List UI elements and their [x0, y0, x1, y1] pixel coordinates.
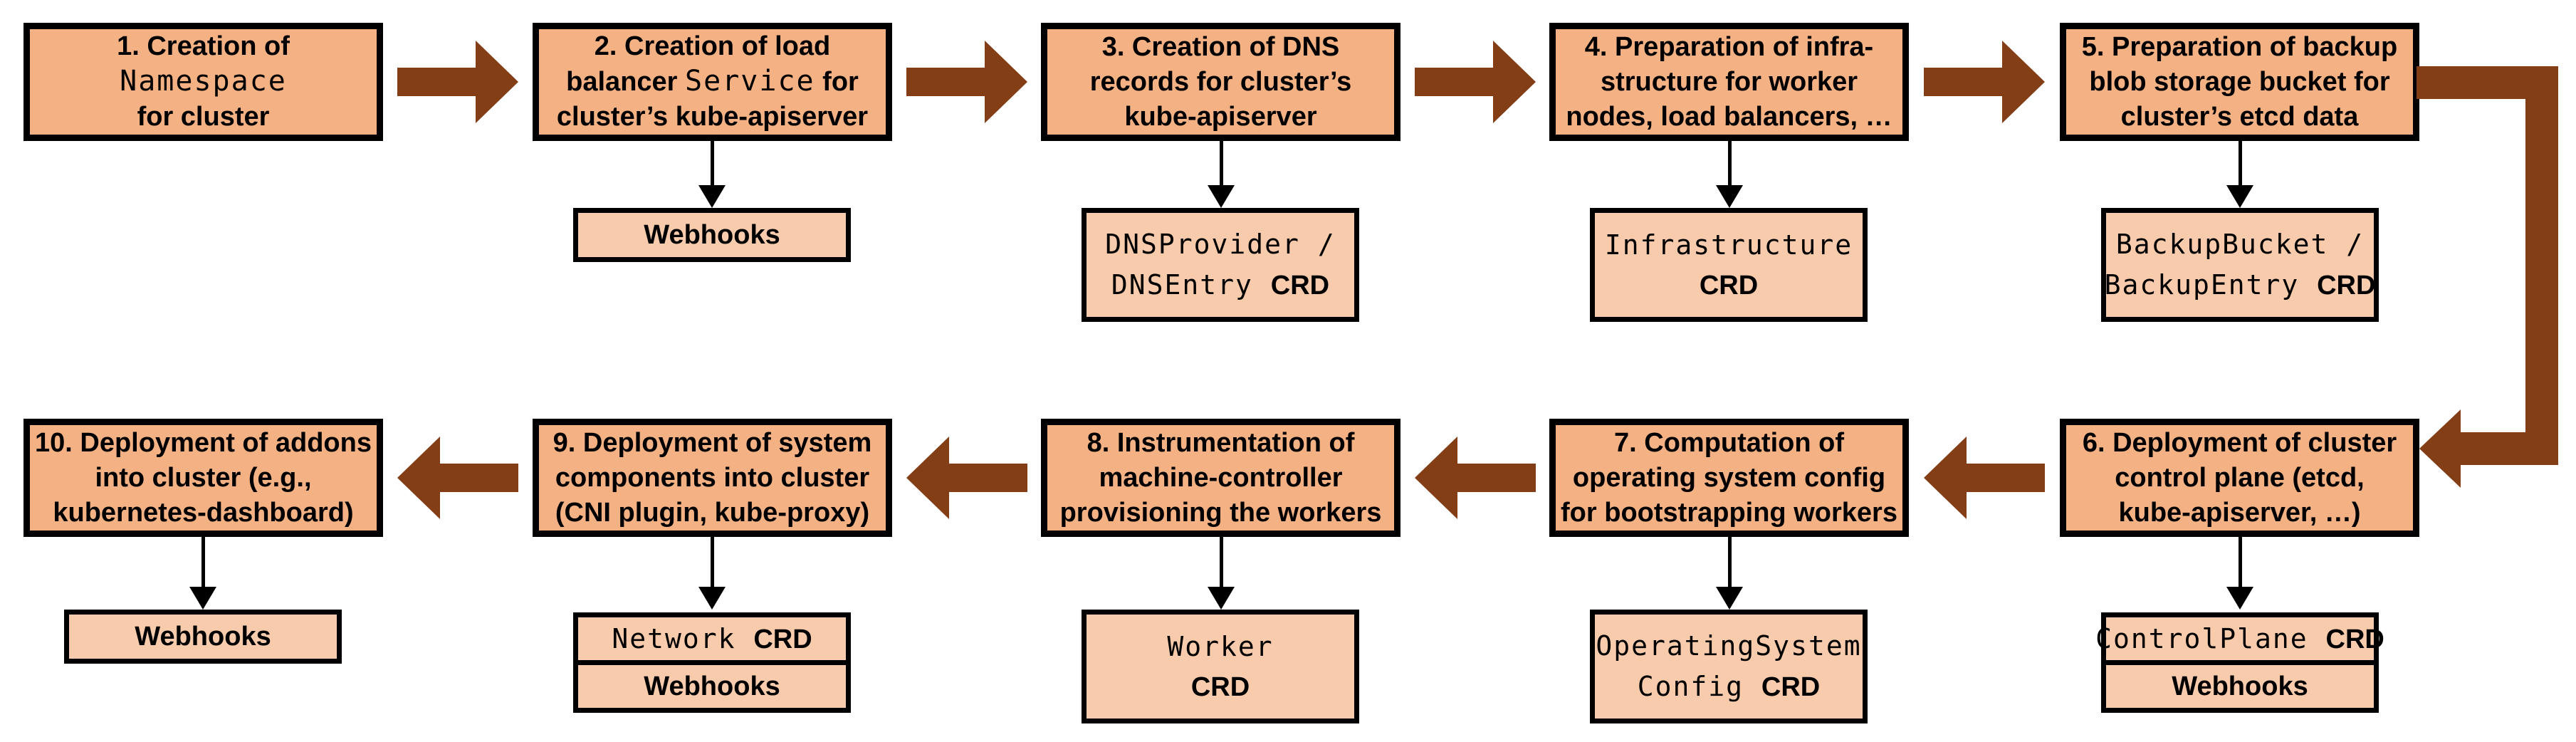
link-arrow-step-5-icon — [2226, 141, 2253, 208]
flow-arrow-8-9-left-icon — [906, 437, 1027, 519]
step-9-webhooks-box: Webhooks — [573, 660, 851, 713]
arrow-head — [1716, 587, 1743, 610]
arrow-line — [1219, 537, 1223, 587]
arrow-line — [1727, 537, 1732, 587]
arrow-head — [1716, 185, 1743, 208]
flow-arrow-5-6-bottom-segment — [2456, 432, 2558, 465]
arrow-head — [2226, 185, 2253, 208]
link-arrow-step-2-icon — [698, 141, 726, 208]
flow-arrow-2-3-right-icon — [906, 41, 1027, 123]
link-arrow-step-3-icon — [1208, 141, 1235, 208]
step-6-crd-box: ControlPlane CRD — [2095, 612, 2384, 665]
arrow-head — [698, 185, 726, 208]
arrow-head — [1208, 587, 1235, 610]
flow-arrow-5-6-arrowhead-icon — [2419, 409, 2461, 488]
flow-arrow-5-6-vertical-segment — [2525, 66, 2558, 465]
step-6-webhooks-box: Webhooks — [2101, 660, 2379, 713]
step-3-crd-box: DNSProvider /DNSEntry CRD — [1082, 208, 1359, 322]
step-9-crd-box: Network CRD — [573, 612, 851, 665]
flow-arrow-9-10-left-icon — [397, 437, 518, 519]
flow-arrow-4-5-right-icon — [1924, 41, 2045, 123]
arrow-head — [2226, 587, 2253, 610]
flow-arrow-3-4-right-icon — [1415, 41, 1536, 123]
arrow-line — [2238, 141, 2242, 185]
link-arrow-step-7-icon — [1716, 537, 1743, 610]
arrow-line — [1727, 141, 1732, 185]
flow-arrow-1-2-right-icon — [397, 41, 518, 123]
step-10-webhooks-box: Webhooks — [64, 610, 342, 664]
flow-arrow-6-7-left-icon — [1924, 437, 2045, 519]
arrow-head — [1208, 185, 1235, 208]
flow-arrow-7-8-left-icon — [1415, 437, 1536, 519]
step-2-webhooks-box: Webhooks — [573, 208, 851, 262]
arrow-head — [189, 587, 216, 610]
arrow-line — [201, 537, 205, 587]
arrow-line — [710, 537, 714, 587]
arrow-line — [1219, 141, 1223, 185]
step-4-box: 4. Preparation of infra-structure for wo… — [1549, 23, 1909, 141]
link-arrow-step-4-icon — [1716, 141, 1743, 208]
link-arrow-step-10-icon — [189, 537, 216, 610]
link-arrow-step-8-icon — [1208, 537, 1235, 610]
link-arrow-step-9-icon — [698, 537, 726, 610]
arrow-line — [710, 141, 714, 185]
step-5-crd-box: BackupBucket /BackupEntry CRD — [2101, 208, 2379, 322]
arrow-line — [2238, 537, 2242, 587]
link-arrow-step-6-icon — [2226, 537, 2253, 610]
arrow-head — [698, 587, 726, 610]
